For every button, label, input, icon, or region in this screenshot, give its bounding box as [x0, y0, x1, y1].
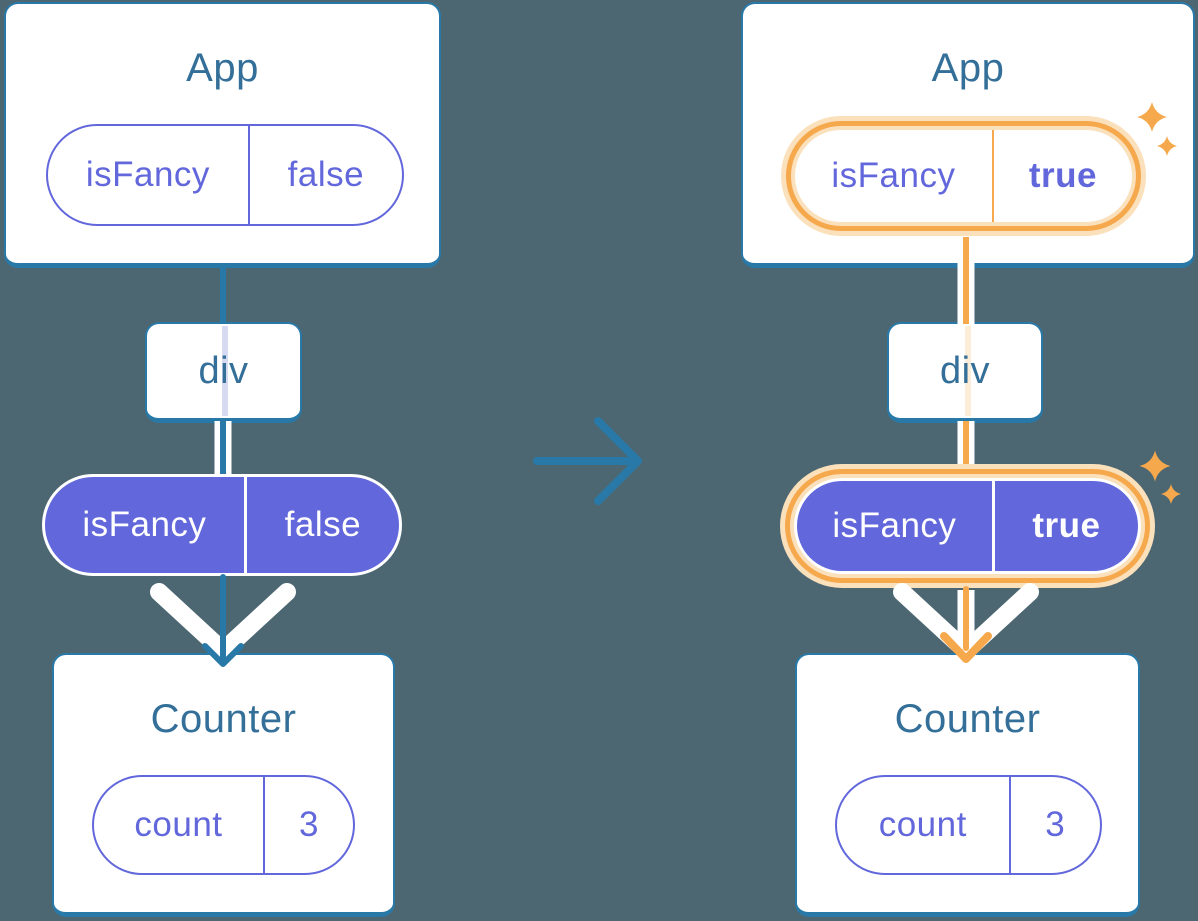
prop-key: isFancy — [797, 481, 995, 571]
highlight-ring: isFancy true — [786, 121, 1141, 231]
div-label: div — [939, 349, 991, 392]
pass-through-line — [222, 326, 228, 416]
prop-value: true — [1032, 506, 1101, 545]
component-card-app-before: App isFancy false — [4, 2, 441, 268]
div-label: div — [198, 349, 249, 392]
component-card-counter-before: Counter count 3 — [52, 653, 395, 917]
state-pill-counter-after: count 3 — [835, 775, 1102, 875]
prop-pill-after-highlight: isFancy true — [780, 464, 1155, 588]
component-title: Counter — [150, 697, 297, 741]
state-value: false — [287, 155, 365, 194]
state-value: 3 — [298, 805, 319, 844]
state-key: count — [94, 777, 265, 873]
transition-arrow-icon — [533, 417, 642, 505]
state-value: 3 — [1045, 805, 1066, 844]
prop-flow-chevron-after — [893, 583, 1039, 660]
component-title: Counter — [894, 697, 1041, 741]
state-value: true — [1028, 156, 1097, 195]
prop-pill-after: isFancy true — [794, 478, 1141, 574]
state-pill-app-before: isFancy false — [46, 124, 404, 226]
state-pill-app-after-highlight: isFancy true — [781, 116, 1146, 236]
component-title: App — [931, 46, 1005, 90]
div-box-before: div — [145, 322, 302, 423]
highlight-ring: isFancy true — [785, 469, 1150, 583]
component-title: App — [186, 46, 259, 90]
sparkle-icon — [1161, 484, 1181, 504]
pass-through-line — [965, 326, 971, 416]
prop-value: false — [284, 505, 362, 544]
state-key: isFancy — [795, 130, 994, 222]
state-pill-app-after: isFancy true — [795, 130, 1132, 222]
div-box-after: div — [887, 322, 1043, 423]
state-pill-counter-before: count 3 — [92, 775, 355, 875]
sparkle-icon — [1139, 450, 1171, 482]
state-key: isFancy — [48, 126, 250, 224]
prop-pill-before: isFancy false — [42, 474, 402, 576]
state-key: count — [837, 777, 1011, 873]
prop-flow-chevron-before — [150, 583, 296, 660]
transition-arrow-head — [594, 417, 642, 505]
prop-key: isFancy — [45, 477, 247, 573]
component-card-counter-after: Counter count 3 — [795, 653, 1140, 917]
